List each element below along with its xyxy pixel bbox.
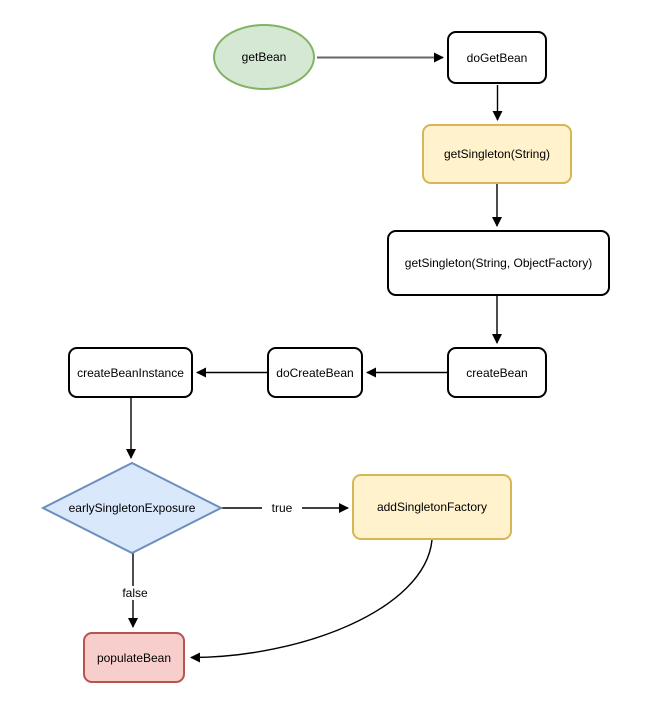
node-earlysingletonexposure-label: earlySingletonExposure	[68, 501, 196, 515]
edge-label-true: true	[262, 501, 302, 515]
edge-addsingletonfactory-to-populatebean-curve	[190, 539, 433, 663]
node-getbean: getBean	[213, 24, 315, 90]
node-docreatebean: doCreateBean	[267, 347, 363, 398]
decision-diamond-earlysingletonexposure	[40, 461, 224, 555]
node-createbeaninstance: createBeanInstance	[68, 347, 193, 398]
node-createbean: createBean	[447, 347, 547, 398]
node-dogetbean: doGetBean	[447, 31, 547, 84]
node-getsingleton-string-objectfactory: getSingleton(String, ObjectFactory)	[387, 230, 610, 296]
node-populatebean: populateBean	[83, 632, 185, 683]
node-addsingletonfactory: addSingletonFactory	[352, 474, 512, 540]
node-getsingleton-string: getSingleton(String)	[422, 124, 572, 184]
edge-label-false: false	[113, 586, 157, 600]
